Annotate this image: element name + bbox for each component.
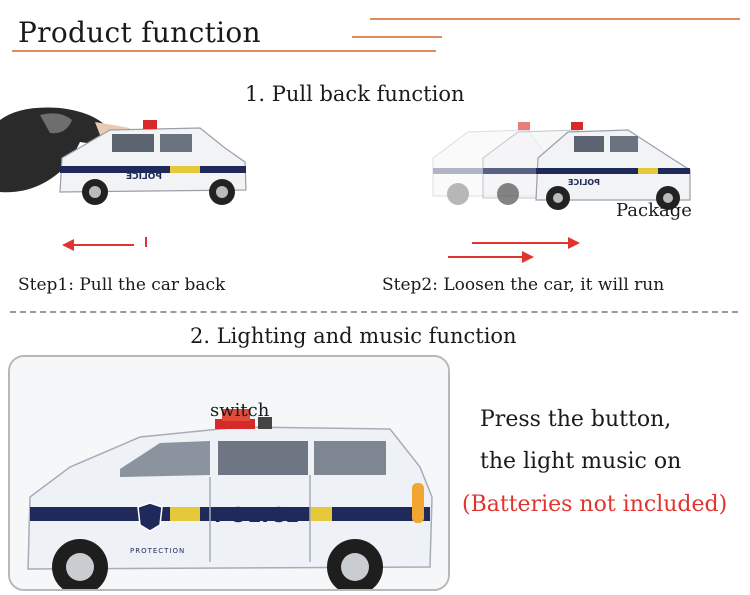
svg-text:POLICE: POLICE (126, 172, 162, 182)
decor-line-mid (352, 36, 442, 38)
pull-back-arrow (60, 234, 160, 254)
pull-back-heading: 1. Pull back function (245, 82, 465, 106)
title-underline (12, 50, 436, 52)
step1-text: Step1: Pull the car back (18, 275, 226, 295)
police-text: POLICE (214, 503, 301, 527)
instruction-line-2: the light music on (480, 449, 682, 474)
release-arrow-top (470, 236, 582, 250)
batteries-note: (Batteries not included) (462, 492, 728, 517)
decor-line-top (370, 18, 740, 20)
page-title: Product function (18, 16, 261, 49)
lighting-music-heading: 2. Lighting and music function (190, 324, 517, 348)
protection-text: PROTECTION (130, 547, 186, 555)
section-divider (10, 311, 738, 313)
release-car-image: POLICE (428, 118, 698, 213)
police-car-photo: POLICE PROTECTION (8, 355, 450, 591)
release-arrow-bottom (446, 250, 536, 264)
package-label: Package (616, 200, 692, 221)
pull-back-car-image: POLICE (0, 100, 250, 210)
instruction-line-1: Press the button, (480, 407, 672, 432)
switch-label: switch (210, 400, 270, 421)
svg-text:POLICE: POLICE (568, 178, 600, 187)
step2-text: Step2: Loosen the car, it will run (382, 275, 665, 295)
